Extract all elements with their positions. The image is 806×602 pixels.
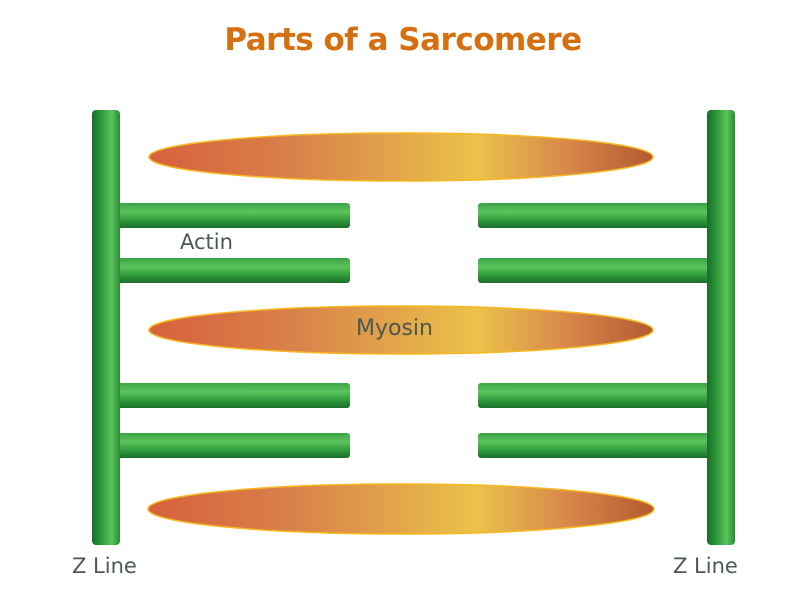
z-line-right: [707, 110, 735, 545]
actin-filament-left-1: [112, 203, 350, 228]
z-line-left-label: Z Line: [72, 554, 137, 578]
z-line-right-label: Z Line: [673, 554, 738, 578]
actin-label: Actin: [180, 230, 233, 254]
actin-filament-right-3: [478, 383, 716, 408]
actin-filament-right-1: [478, 203, 716, 228]
actin-filament-left-2: [112, 258, 350, 283]
diagram-title: Parts of a Sarcomere: [224, 22, 582, 58]
myosin-filament-middle: [148, 305, 654, 355]
actin-filament-left-4: [112, 433, 350, 458]
myosin-filament-bottom: [147, 483, 655, 535]
myosin-label: Myosin: [356, 316, 433, 341]
actin-filament-right-2: [478, 258, 716, 283]
z-line-left: [92, 110, 120, 545]
myosin-filament-top: [148, 132, 654, 182]
actin-filament-left-3: [112, 383, 350, 408]
actin-filament-right-4: [478, 433, 716, 458]
